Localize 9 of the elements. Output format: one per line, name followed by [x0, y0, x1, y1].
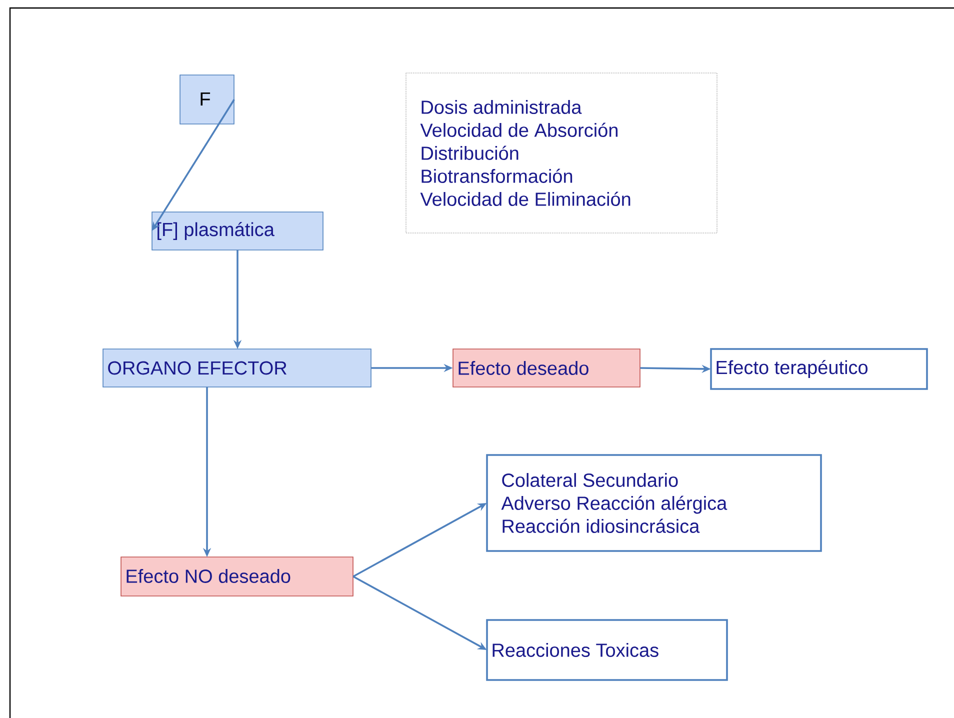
outcome-box: Efecto terapéutico — [710, 348, 928, 390]
factor-list-box: Dosis administrada Velocidad de Absorción Distribución Biotransformación Velocidad de Eliminación — [406, 72, 718, 234]
outcome-box: Colateral Secundario Adverso Reacción alérgica Reacción idiosincrásica — [486, 454, 822, 552]
outcome-box: Reacciones Toxicas — [486, 619, 728, 681]
process-box: F — [180, 74, 234, 124]
process-box: [F] plasmática — [152, 212, 324, 250]
process-box: ORGANO EFECTOR — [102, 348, 372, 388]
effect-box: Efecto deseado — [452, 348, 640, 388]
effect-box: Efecto NO deseado — [120, 556, 354, 596]
